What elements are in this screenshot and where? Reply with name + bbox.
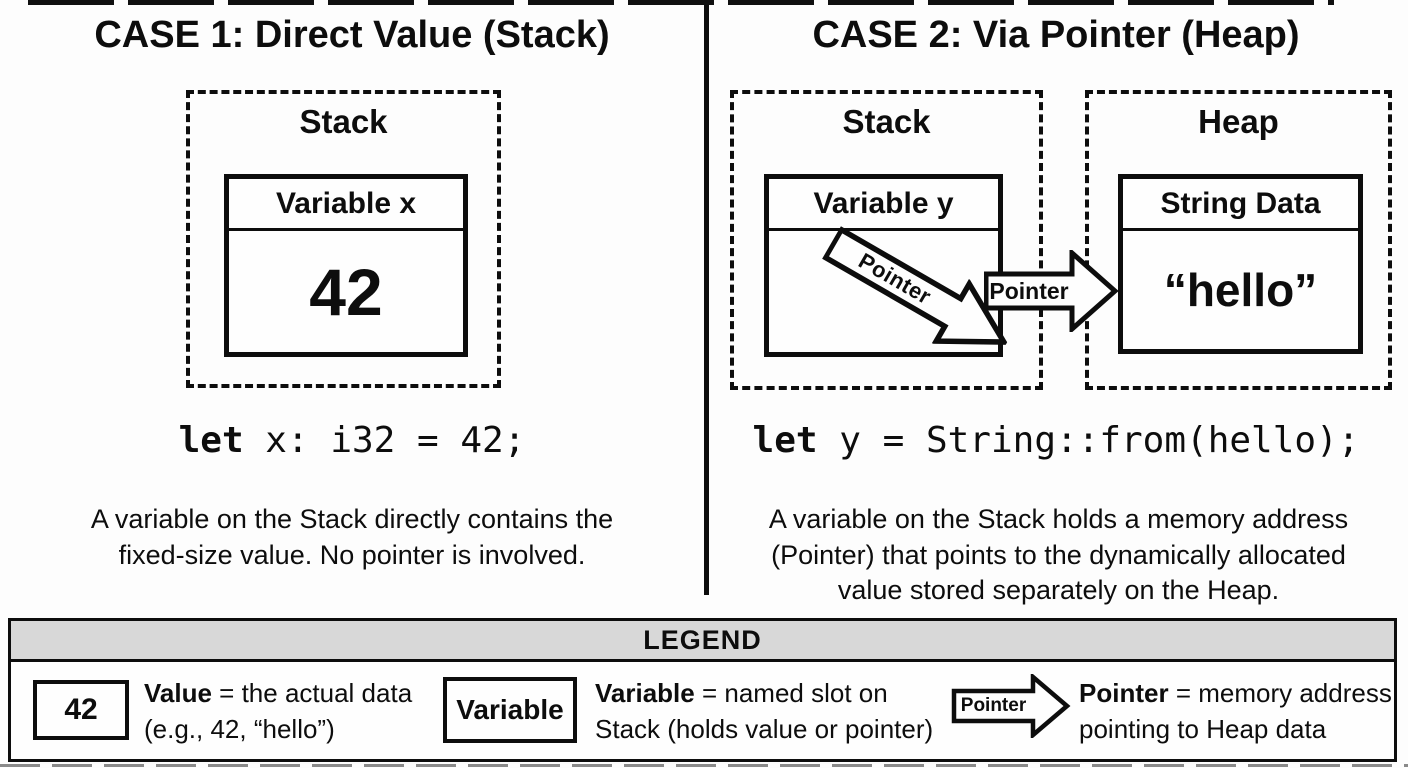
legend-variable-box-icon: Variable — [443, 677, 577, 743]
legend-variable-description: Variable = named slot on Stack (holds va… — [595, 676, 945, 748]
legend-title: LEGEND — [11, 621, 1394, 662]
legend-pointer-term: Pointer — [1079, 678, 1169, 708]
legend-body: 42 Value = the actual data (e.g., 42, “h… — [11, 662, 1394, 759]
panel-divider-line — [704, 5, 709, 595]
case1-code-keyword: let — [178, 420, 244, 461]
case2-heap-region: Heap — [1085, 90, 1392, 390]
block-arrow-shape — [821, 225, 1009, 345]
legend-pointer-arrow-icon: Pointer — [951, 672, 1071, 740]
transfer-pointer-arrow-label: Pointer — [989, 277, 1069, 304]
case2-caption: A variable on the Stack holds a memory a… — [768, 504, 1349, 606]
legend-variable-term: Variable — [595, 678, 695, 708]
case1-title: CASE 1: Direct Value (Stack) — [94, 14, 610, 56]
case2-stack-region: Stack — [730, 90, 1043, 390]
case2-heap-value: “hello” — [1163, 264, 1318, 316]
case2-heap-box-header: String Data — [1123, 179, 1358, 231]
case2-title: CASE 2: Via Pointer (Heap) — [812, 14, 1300, 56]
case2-code: let y = String::from(hello); — [704, 420, 1408, 461]
transfer-pointer-arrow-icon: Pointer — [984, 250, 1118, 332]
legend-pointer-arrow-label: Pointer — [960, 695, 1027, 716]
case1-caption: A variable on the Stack directly contain… — [90, 504, 614, 570]
case2-stack-region-label: Stack — [842, 103, 931, 140]
top-edge-artifact — [28, 0, 1334, 5]
case2-heap-region-label: Heap — [1198, 103, 1279, 140]
block-arrow-shape — [951, 672, 1071, 740]
legend-value-desc: = the actual data (e.g., 42, “hello”) — [144, 678, 413, 744]
case1-code: let x: i32 = 42; — [0, 420, 704, 461]
legend: LEGEND 42 Value = the actual data (e.g.,… — [8, 618, 1397, 762]
legend-value-term: Value — [144, 678, 212, 708]
case1-variable-box: Variable x 42 — [224, 174, 468, 357]
bottom-edge-artifact — [0, 764, 1408, 767]
legend-value-box-icon: 42 — [33, 680, 129, 740]
case2-variable-box-header: Variable y — [769, 179, 998, 231]
legend-pointer-desc: = memory address pointing to Heap data — [1079, 678, 1392, 744]
block-arrow-shape — [984, 250, 1118, 332]
legend-variable-desc: = named slot on Stack (holds value or po… — [595, 678, 934, 744]
case1-value: 42 — [309, 254, 383, 329]
case1-stack-region-label: Stack — [299, 103, 388, 140]
legend-value-description: Value = the actual data (e.g., 42, “hell… — [144, 676, 436, 748]
case2-heap-box: String Data “hello” — [1118, 174, 1363, 354]
case1-stack-region: Stack — [186, 90, 501, 388]
legend-pointer-description: Pointer = memory address pointing to Hea… — [1079, 676, 1399, 748]
case2-code-keyword: let — [752, 420, 818, 461]
case2-code-rest: y = String::from(hello); — [817, 420, 1360, 461]
diagonal-pointer-arrow-icon: Pointer — [813, 210, 1025, 375]
case1-code-rest: x: i32 = 42; — [243, 420, 526, 461]
case1-variable-box-header: Variable x — [229, 179, 463, 231]
